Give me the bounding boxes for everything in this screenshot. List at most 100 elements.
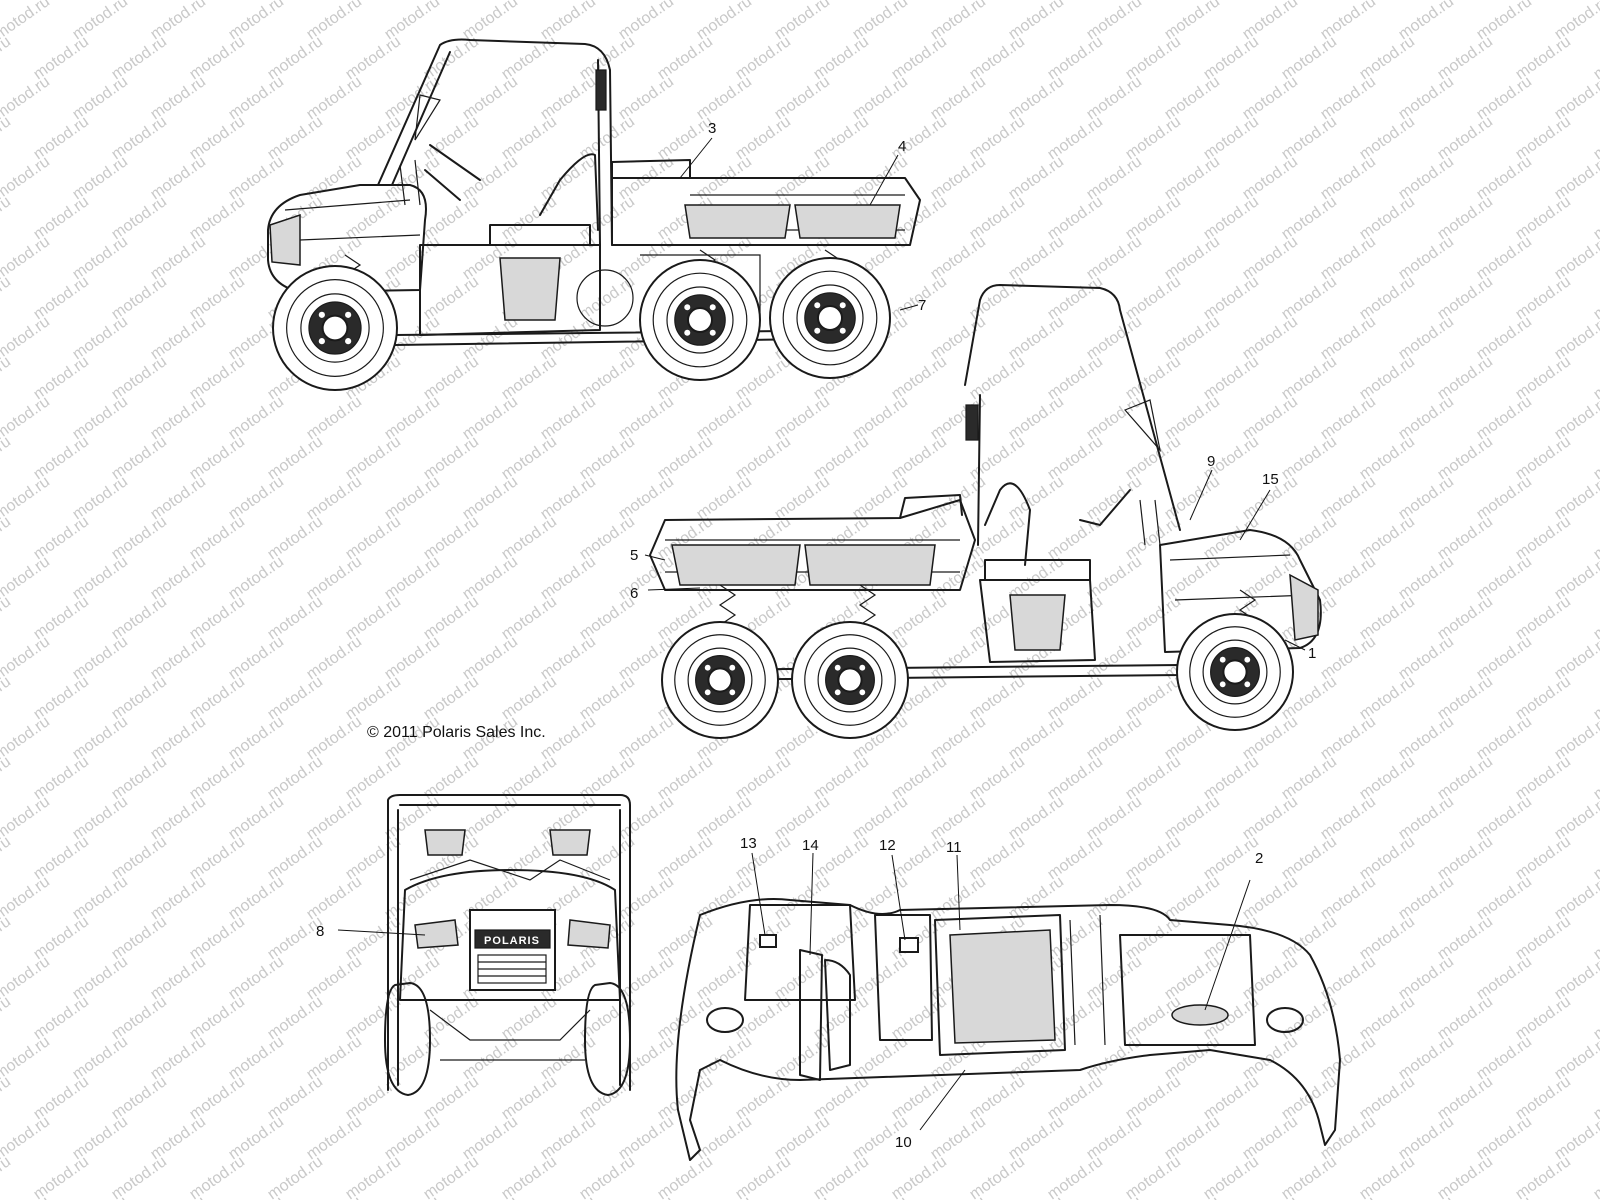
watermark-text: motod.ru xyxy=(0,793,53,843)
middle-wheel-left-view xyxy=(639,259,761,381)
watermark-text: motod.ru xyxy=(1201,1153,1262,1200)
watermark-text: motod.ru xyxy=(148,1193,209,1200)
watermark-text: motod.ru xyxy=(1318,1193,1379,1200)
watermark-text: motod.ru xyxy=(538,1193,599,1200)
watermark-text: motod.ru xyxy=(109,1153,170,1200)
watermark-text: motod.ru xyxy=(577,1153,638,1200)
watermark-text: motod.ru xyxy=(31,1153,92,1200)
watermark-text: motod.ru xyxy=(0,433,14,483)
callout-3: 3 xyxy=(708,120,716,137)
watermark-text: motod.ru xyxy=(733,1153,794,1200)
watermark-text: motod.ru xyxy=(0,753,14,803)
watermark-text: motod.ru xyxy=(616,1193,677,1200)
wheels-layer xyxy=(272,257,1294,739)
watermark-text: motod.ru xyxy=(0,513,14,563)
watermark-text: motod.ru xyxy=(382,1193,443,1200)
watermark-text: motod.ru xyxy=(0,73,53,123)
callout-4: 4 xyxy=(898,138,906,155)
watermark-text: motod.ru xyxy=(889,1153,950,1200)
watermark-text: motod.ru xyxy=(928,1193,989,1200)
watermark-text: motod.ru xyxy=(1357,1153,1418,1200)
callout-numbers: 1 2 3 4 5 6 7 8 9 10 11 12 13 14 15 xyxy=(316,120,1316,1151)
watermark-text: motod.ru xyxy=(1123,1153,1184,1200)
watermark-text: motod.ru xyxy=(811,1153,872,1200)
watermark-text: motod.ru xyxy=(70,1193,131,1200)
callout-15: 15 xyxy=(1262,471,1279,488)
watermark-text: motod.ru xyxy=(0,553,53,603)
callout-1: 1 xyxy=(1308,645,1316,662)
callout-13: 13 xyxy=(740,835,757,852)
watermark-text: motod.ru xyxy=(343,1153,404,1200)
callout-2: 2 xyxy=(1255,850,1263,867)
watermark-text: motod.ru xyxy=(0,193,14,243)
watermark-text: motod.ru xyxy=(0,833,14,883)
watermark-text: motod.ru xyxy=(460,1193,521,1200)
callout-11: 11 xyxy=(946,839,962,856)
watermark-text: motod.ru xyxy=(499,1153,560,1200)
callout-leaders xyxy=(337,137,1306,1131)
copyright-text: © 2011 Polaris Sales Inc. xyxy=(367,724,546,741)
watermark-text: motod.ru xyxy=(0,713,53,763)
callout-14: 14 xyxy=(802,837,819,854)
front-wheel-right-view xyxy=(1176,613,1294,731)
watermark-text: motod.ru xyxy=(226,1193,287,1200)
watermark-text: motod.ru xyxy=(1591,1153,1600,1200)
watermark-text: motod.ru xyxy=(0,0,53,43)
watermark-text: motod.ru xyxy=(0,673,14,723)
watermark-text: motod.ru xyxy=(0,0,14,3)
watermark-text: motod.ru xyxy=(0,33,14,83)
watermark-text: motod.ru xyxy=(694,1193,755,1200)
watermark-text: motod.ru xyxy=(0,633,53,683)
watermark-text: motod.ru xyxy=(0,473,53,523)
watermark-text: motod.ru xyxy=(0,113,14,163)
watermark-text: motod.ru xyxy=(1240,1193,1301,1200)
watermark-text: motod.ru xyxy=(1279,1153,1340,1200)
watermark-text: motod.ru xyxy=(850,1193,911,1200)
callout-5: 5 xyxy=(630,547,638,564)
watermark-text: motod.ru xyxy=(0,273,14,323)
watermark-text: motod.ru xyxy=(421,1153,482,1200)
watermark-text: motod.ru xyxy=(0,153,53,203)
watermark-text: motod.ru xyxy=(0,913,14,963)
polaris-grille-logo: POLARIS xyxy=(484,935,540,947)
watermark-text: motod.ru xyxy=(1513,1153,1574,1200)
watermark-text: motod.ru xyxy=(304,1193,365,1200)
watermark-text: motod.ru xyxy=(1084,1193,1145,1200)
vehicle-front-view: POLARIS xyxy=(384,794,631,1096)
rear-wheel-left-view xyxy=(769,257,891,379)
callout-7: 7 xyxy=(918,297,926,314)
dashboard-view xyxy=(675,898,1341,1161)
watermark-text: motod.ru xyxy=(265,1153,326,1200)
watermark-text: motod.ru xyxy=(0,1033,53,1083)
callout-8: 8 xyxy=(316,923,324,940)
callout-10: 10 xyxy=(895,1134,912,1151)
callout-12: 12 xyxy=(879,837,896,854)
watermark-text: motod.ru xyxy=(0,1073,14,1123)
callout-6: 6 xyxy=(630,585,638,602)
watermark-text: motod.ru xyxy=(0,393,53,443)
watermark-text: motod.ru xyxy=(0,953,53,1003)
watermark-text: motod.ru xyxy=(1396,1193,1457,1200)
watermark-text: motod.ru xyxy=(1162,1193,1223,1200)
watermark-text: motod.ru xyxy=(1045,1153,1106,1200)
watermark-text: motod.ru xyxy=(0,313,53,363)
watermark-text: motod.ru xyxy=(655,1153,716,1200)
middle-wheel-right-view xyxy=(791,621,909,739)
watermark-text: motod.ru xyxy=(772,1193,833,1200)
watermark-text: motod.ru xyxy=(0,233,53,283)
watermark-text: motod.ru xyxy=(0,1113,53,1163)
watermark-text: motod.ru xyxy=(0,993,14,1043)
watermark-text: motod.ru xyxy=(0,873,53,923)
watermark-text: motod.ru xyxy=(187,1153,248,1200)
watermark-text: motod.ru xyxy=(1006,1193,1067,1200)
watermark-text: motod.ru xyxy=(967,1153,1028,1200)
watermark-text: motod.ru xyxy=(0,1153,14,1200)
watermark-text: motod.ru xyxy=(0,353,14,403)
watermark-text: motod.ru xyxy=(1435,1153,1496,1200)
watermark-text: motod.ru xyxy=(0,593,14,643)
callout-9: 9 xyxy=(1207,453,1215,470)
watermark-text: motod.ru xyxy=(1474,1193,1535,1200)
vehicle-right-side-view xyxy=(649,284,1322,681)
